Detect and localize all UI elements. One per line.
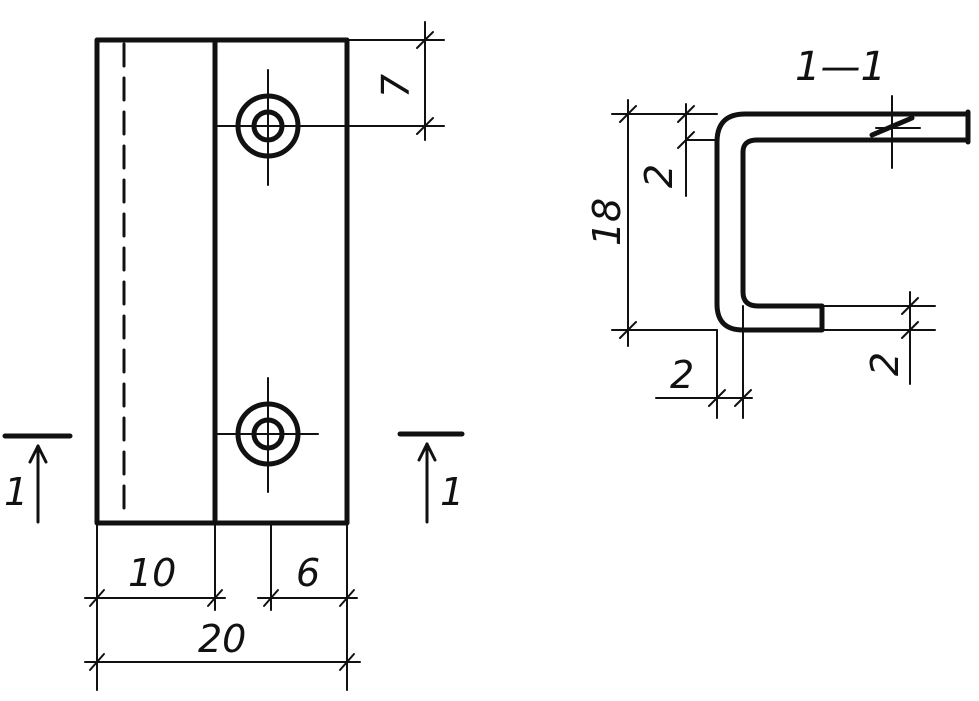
mounting-hole-bottom: [217, 377, 319, 493]
dimension-text: 2: [670, 353, 694, 397]
section-marker-left: 1: [2, 433, 73, 524]
dimension-text: 20: [198, 617, 246, 661]
dimension-hole-offset: 6: [257, 551, 358, 607]
dimension-top-offset: 7: [317, 21, 445, 141]
channel-profile: [714, 111, 971, 333]
dimension-bottom-thickness: 2: [821, 291, 936, 385]
front-view: 10 6 20 7 1: [2, 21, 465, 691]
section-marker-right: 1: [397, 431, 465, 524]
dimension-top-thickness: 2: [637, 103, 718, 197]
dimension-text: 7: [374, 74, 418, 98]
dimension-text: 18: [585, 198, 629, 246]
section-title: 1—1: [795, 44, 886, 90]
plate-outline: [94, 37, 350, 526]
dimension-wall-thickness: 2: [655, 305, 753, 419]
dimension-height: 18: [585, 99, 718, 347]
section-view: 1—1 18 2: [585, 44, 971, 419]
dimension-text: 10: [128, 551, 176, 595]
dimension-text: 6: [296, 551, 320, 595]
mounting-hole-top: [217, 69, 319, 186]
section-label: 1: [4, 470, 28, 514]
section-label: 1: [440, 470, 464, 514]
dimension-overall-width: 20: [84, 617, 361, 671]
dimension-text: 2: [637, 164, 681, 188]
dimension-left-width: 10: [84, 551, 226, 607]
dimension-text: 2: [863, 352, 907, 376]
